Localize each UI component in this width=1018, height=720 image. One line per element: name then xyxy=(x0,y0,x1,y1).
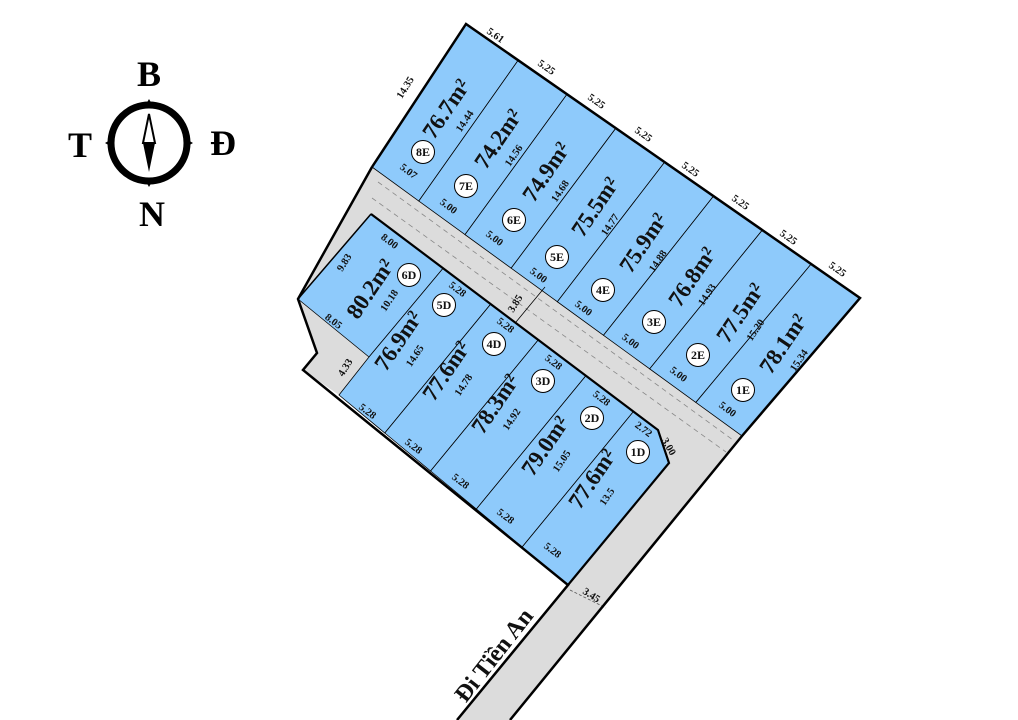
lot-id-label: 6E xyxy=(507,213,521,227)
lot-id-label: 2D xyxy=(585,411,600,425)
compass-west-label: T xyxy=(68,125,92,165)
compass-north-label: B xyxy=(137,54,161,94)
lot-id-label: 4D xyxy=(487,337,502,351)
road-centerline xyxy=(371,197,727,453)
lot-id-label: 2E xyxy=(691,348,705,362)
lot-id-label: 6D xyxy=(402,268,417,282)
left-edge-label: 14.35 xyxy=(395,75,417,101)
lot-id-label: 3D xyxy=(536,374,551,388)
lot-id-badge xyxy=(545,245,569,269)
lot-id-label: 8E xyxy=(416,145,430,159)
lot-id-badge xyxy=(454,174,478,198)
road-centerline xyxy=(377,181,734,441)
compass-needle-south xyxy=(143,143,155,172)
lot-id-label: 5D xyxy=(437,298,452,312)
boundary-block-e xyxy=(370,22,862,720)
lot-id-badge xyxy=(731,378,755,402)
boundary-left xyxy=(296,166,570,720)
compass-needle-north xyxy=(141,113,157,144)
lot-id-badge xyxy=(397,263,421,287)
lot-id-badge xyxy=(482,332,506,356)
compass-south-label: N xyxy=(139,194,165,234)
lot-id-badge xyxy=(686,343,710,367)
compass-rose-icon: B T Đ N xyxy=(68,54,236,234)
boundary-block-d-top xyxy=(370,213,671,586)
lot-id-label: 3E xyxy=(647,315,661,329)
lot-id-badge xyxy=(531,369,555,393)
lot-id-label: 4E xyxy=(596,283,610,297)
road-width-line xyxy=(569,589,607,609)
lot-id-label: 7E xyxy=(459,179,473,193)
lot-id-badge xyxy=(642,310,666,334)
lot-id-label: 5E xyxy=(550,250,564,264)
lot-id-badge xyxy=(591,278,615,302)
road-width-line xyxy=(515,286,546,323)
lot-id-label: 1E xyxy=(736,383,750,397)
lot-id-badge xyxy=(580,406,604,430)
boundary-block-d-left xyxy=(297,213,372,300)
road-notch xyxy=(298,299,369,395)
compass-east-label: Đ xyxy=(210,123,236,163)
lot-id-badge xyxy=(432,293,456,317)
lot-id-badge xyxy=(626,440,650,464)
lot-id-badge xyxy=(411,140,435,164)
lot-id-label: 1D xyxy=(631,445,646,459)
lot-id-badge xyxy=(502,208,526,232)
